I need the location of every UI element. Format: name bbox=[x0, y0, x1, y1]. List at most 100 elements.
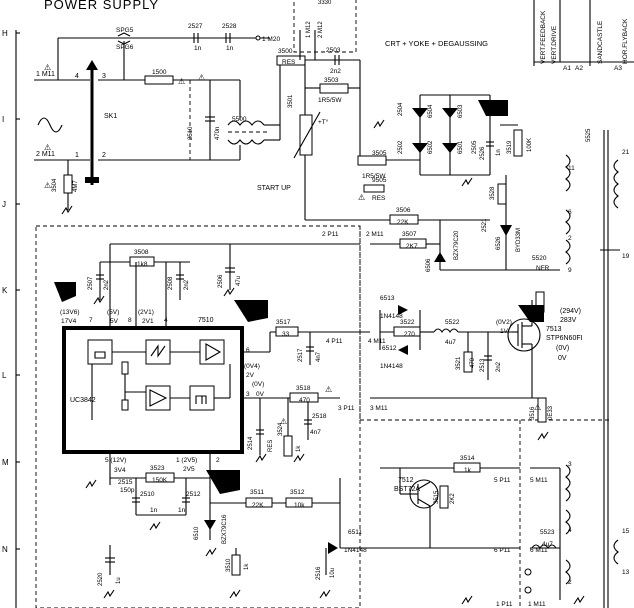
svg-text:2520: 2520 bbox=[98, 572, 104, 586]
hor-flyback-label: HOR.FLYBACK bbox=[622, 18, 629, 64]
vert-feedback-label: VERT.FEEDBACK bbox=[540, 10, 547, 64]
diode-6512 bbox=[398, 345, 408, 355]
svg-text:RES: RES bbox=[372, 195, 386, 202]
mosfet-7513 bbox=[507, 318, 541, 352]
svg-text:2V5: 2V5 bbox=[183, 466, 195, 473]
resistor-3516 bbox=[537, 397, 547, 423]
svg-text:(5V): (5V) bbox=[107, 309, 119, 316]
current-sense: 3518 470 ⚠ 2518 4n7 3 P11 3 M11 2514 RES… bbox=[242, 385, 540, 463]
svg-text:6503: 6503 bbox=[458, 104, 464, 118]
svg-text:2527: 2527 bbox=[188, 23, 203, 30]
svg-text:5522: 5522 bbox=[445, 319, 460, 326]
svg-text:8: 8 bbox=[128, 317, 132, 324]
svg-text:SPG6: SPG6 bbox=[116, 44, 134, 51]
ic-timing-network: 3508 1k8 2507 2n2 2508 2n2 2506 47u bbox=[54, 244, 268, 328]
switch-arrow-icon bbox=[86, 60, 98, 70]
svg-text:4: 4 bbox=[568, 527, 572, 534]
svg-text:4M7: 4M7 bbox=[73, 180, 79, 192]
svg-text:2526: 2526 bbox=[480, 146, 486, 160]
svg-text:1 M11: 1 M11 bbox=[528, 601, 546, 608]
warning-icon: ⚠ bbox=[325, 385, 332, 394]
svg-text:3517: 3517 bbox=[276, 319, 291, 326]
label-m12b: 2 M12 bbox=[318, 21, 324, 38]
svg-text:470: 470 bbox=[470, 357, 476, 368]
svg-text:5500: 5500 bbox=[232, 116, 247, 123]
svg-text:4n7: 4n7 bbox=[310, 429, 321, 436]
resistor-3517 bbox=[275, 326, 299, 337]
svg-text:4 P11: 4 P11 bbox=[326, 338, 343, 345]
warning-icon: ⚠ bbox=[198, 73, 205, 82]
svg-text:1n: 1n bbox=[226, 45, 234, 52]
svg-text:(0V2): (0V2) bbox=[496, 319, 512, 326]
mains-pin1: 1 M11 bbox=[36, 71, 55, 78]
svg-text:2502: 2502 bbox=[398, 140, 404, 154]
svg-text:2V1: 2V1 bbox=[142, 318, 154, 325]
svg-text:2521: 2521 bbox=[482, 218, 488, 232]
svg-text:0E33: 0E33 bbox=[548, 405, 554, 420]
diode-6511 bbox=[328, 542, 338, 554]
svg-text:1V: 1V bbox=[500, 328, 509, 335]
svg-text:22K: 22K bbox=[397, 219, 409, 226]
inductor-5522 bbox=[433, 328, 459, 333]
ground-chassis-icon bbox=[223, 287, 235, 297]
svg-text:5525: 5525 bbox=[586, 128, 592, 142]
svg-text:1n: 1n bbox=[194, 45, 202, 52]
svg-text:1k: 1k bbox=[296, 445, 302, 452]
svg-text:3: 3 bbox=[568, 461, 572, 468]
spark-gap-line: SPG5 SPG6 2527 1n 2528 1n 1 M20 bbox=[57, 23, 280, 80]
svg-text:6506: 6506 bbox=[426, 258, 432, 272]
svg-text:150p: 150p bbox=[120, 487, 135, 494]
bridge-rectifier: 3505 1R5/5W 9505 RES ⚠ 2504 6504 6503 25… bbox=[357, 94, 560, 272]
ic-name: UC3842 bbox=[70, 397, 96, 404]
ground-chassis-icon bbox=[461, 595, 473, 605]
svg-text:STP6N60FI: STP6N60FI bbox=[546, 335, 583, 342]
svg-text:2n2: 2n2 bbox=[496, 361, 502, 372]
svg-text:2504: 2504 bbox=[398, 102, 404, 116]
resistor-3505 bbox=[357, 155, 387, 166]
svg-text:9: 9 bbox=[568, 267, 572, 274]
svg-text:3 M11: 3 M11 bbox=[370, 405, 388, 412]
resistor-3519 bbox=[513, 129, 523, 157]
svg-text:3515: 3515 bbox=[434, 490, 440, 504]
input-filter: 1500 ⚠ 2510 470n 5500 START UP ⚠ bbox=[98, 69, 291, 192]
svg-text:3: 3 bbox=[246, 391, 250, 398]
svg-text:5V: 5V bbox=[110, 318, 119, 325]
row-letter-n: N bbox=[2, 545, 8, 554]
col-a2: A2 bbox=[575, 65, 583, 72]
svg-text:6510: 6510 bbox=[194, 526, 200, 540]
svg-text:1k8: 1k8 bbox=[137, 261, 148, 268]
svg-text:1N4148: 1N4148 bbox=[380, 313, 403, 320]
svg-text:283V: 283V bbox=[560, 317, 577, 324]
svg-text:BST72A: BST72A bbox=[394, 486, 420, 493]
warning-icon: ⚠ bbox=[44, 143, 51, 152]
svg-text:7510: 7510 bbox=[198, 317, 214, 324]
diode-6513 bbox=[398, 305, 408, 315]
svg-text:4 M11: 4 M11 bbox=[368, 338, 386, 345]
row-letter-i: I bbox=[2, 115, 4, 124]
start-up-label: START UP bbox=[257, 185, 291, 192]
svg-text:3511: 3511 bbox=[250, 489, 264, 496]
svg-text:1n: 1n bbox=[496, 149, 502, 156]
gate-drive: 3517 33 2517 4n7 4 P11 4 M11 bbox=[242, 319, 386, 365]
svg-text:100K: 100K bbox=[527, 138, 533, 152]
ground-chassis-icon bbox=[255, 453, 267, 463]
sandcastle-label: SANDCASTLE bbox=[597, 20, 604, 64]
svg-text:21: 21 bbox=[622, 149, 630, 156]
svg-text:2: 2 bbox=[216, 457, 220, 464]
resistor-3523 bbox=[145, 472, 175, 483]
svg-text:5523: 5523 bbox=[540, 529, 555, 536]
svg-text:2n2: 2n2 bbox=[330, 68, 341, 75]
svg-text:10u: 10u bbox=[330, 568, 336, 578]
svg-text:3528: 3528 bbox=[490, 186, 496, 200]
svg-text:1k: 1k bbox=[244, 563, 250, 570]
svg-text:1n: 1n bbox=[178, 507, 186, 514]
thermistor-3501 bbox=[299, 114, 313, 156]
svg-text:17V4: 17V4 bbox=[61, 318, 77, 325]
svg-text:2508: 2508 bbox=[168, 276, 174, 290]
svg-text:4: 4 bbox=[75, 73, 79, 80]
resistor-3518 bbox=[289, 392, 319, 403]
svg-text:+T°: +T° bbox=[318, 118, 329, 126]
svg-text:2510: 2510 bbox=[140, 491, 155, 498]
ground-chassis-icon bbox=[461, 177, 473, 187]
svg-text:(0V4): (0V4) bbox=[244, 363, 260, 370]
